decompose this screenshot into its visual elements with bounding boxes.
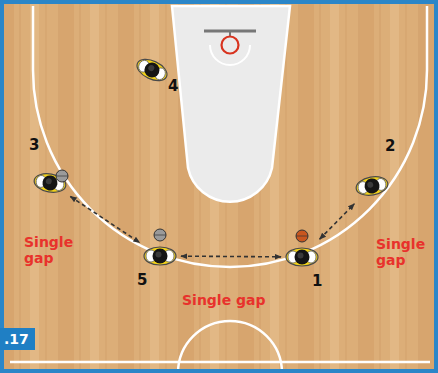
three-point-line <box>33 6 427 267</box>
basket-rim <box>222 37 239 54</box>
lane <box>172 6 290 202</box>
player-number: 3 <box>29 138 39 153</box>
gap-note: Single gap <box>376 236 432 268</box>
player: 2 <box>355 171 389 201</box>
ball <box>296 230 308 242</box>
ball <box>56 170 68 182</box>
center-circle <box>178 321 282 373</box>
player: 1 <box>285 242 319 272</box>
player: 5 <box>143 241 177 271</box>
pass-arrow <box>181 255 281 257</box>
gap-note: Single gap <box>182 292 302 308</box>
player-icon <box>355 171 389 201</box>
restricted-arc <box>210 45 250 65</box>
player-number: 2 <box>385 139 395 154</box>
player-number: 5 <box>137 273 147 288</box>
figure-number: .17 <box>0 328 35 350</box>
player: 3 <box>33 168 67 198</box>
player: 4 <box>135 55 169 85</box>
player-number: 4 <box>168 79 178 94</box>
pass-arrow <box>320 204 355 239</box>
gap-note: Single gap <box>24 234 94 266</box>
player-icon <box>143 241 177 271</box>
player-icon <box>135 55 169 85</box>
pass-arrow <box>70 196 139 242</box>
ball <box>154 229 166 241</box>
player-icon <box>285 242 319 272</box>
half-court-line <box>10 361 430 364</box>
player-number: 1 <box>312 274 322 289</box>
player-icon <box>33 168 67 198</box>
